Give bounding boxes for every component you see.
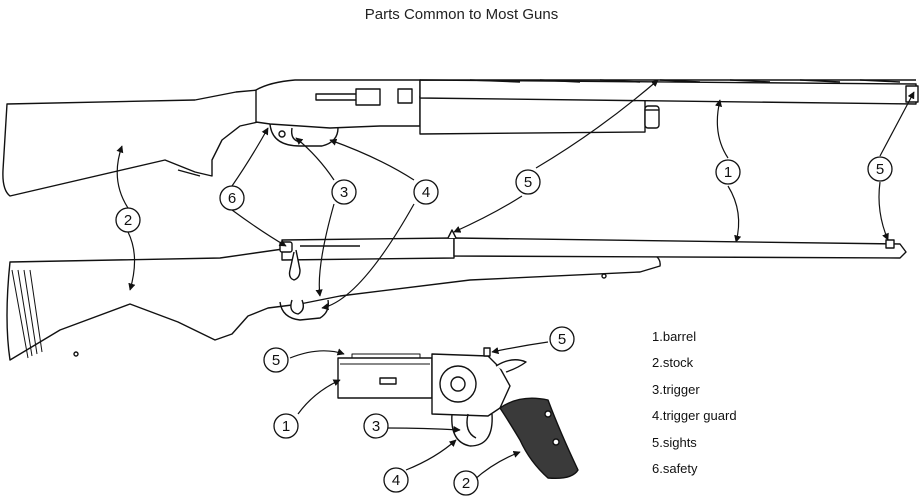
page-title: Parts Common to Most Guns bbox=[364, 6, 559, 23]
legend-item: 5.sights bbox=[652, 430, 737, 456]
revolver-rear-sight bbox=[483, 347, 491, 357]
rifle-illustration bbox=[6, 229, 907, 361]
callout-4-label: 4 bbox=[392, 472, 400, 489]
callout-markers: 2 6 3 4 5 1 5 5 bbox=[115, 156, 893, 496]
callout-1-label: 1 bbox=[724, 164, 732, 181]
callout-1-label: 1 bbox=[282, 418, 290, 435]
callout-5-sights-right: 5 bbox=[867, 156, 893, 182]
legend-item: 1.barrel bbox=[652, 324, 737, 350]
legend-number: 4. bbox=[652, 408, 663, 424]
parts-legend: 1.barrel 2.stock 3.trigger 4.trigger gua… bbox=[652, 324, 737, 482]
callout-2-stock: 2 bbox=[115, 207, 141, 233]
shotgun-barrel bbox=[419, 79, 917, 105]
callout-1-revolver-barrel: 1 bbox=[273, 413, 299, 439]
callout-5-revolver-front-sight: 5 bbox=[263, 347, 289, 373]
shotgun-illustration bbox=[2, 79, 919, 197]
callout-3-label: 3 bbox=[372, 418, 380, 435]
callout-6-label: 6 bbox=[228, 190, 236, 207]
rifle-barrel bbox=[453, 237, 907, 259]
legend-item: 6.safety bbox=[652, 456, 737, 482]
callout-2-revolver-grip: 2 bbox=[453, 470, 479, 496]
revolver-trigger-guard bbox=[451, 413, 493, 447]
callout-5-label: 5 bbox=[876, 161, 884, 178]
rifle-rear-sight bbox=[447, 229, 457, 239]
legend-number: 5. bbox=[652, 434, 663, 450]
legend-item: 2.stock bbox=[652, 350, 737, 376]
callout-4-revolver-trigger-guard: 4 bbox=[383, 467, 409, 493]
shotgun-receiver bbox=[255, 79, 421, 129]
callout-4-trigger-guard: 4 bbox=[413, 179, 439, 205]
rifle-receiver bbox=[281, 237, 455, 261]
callout-5-label: 5 bbox=[524, 174, 532, 191]
callout-5-sights-center: 5 bbox=[515, 169, 541, 195]
callout-4-label: 4 bbox=[422, 184, 430, 201]
legend-part: trigger bbox=[662, 381, 700, 397]
legend-number: 2. bbox=[652, 355, 663, 371]
legend-number: 3. bbox=[652, 381, 663, 397]
callout-5-label: 5 bbox=[272, 352, 280, 369]
revolver-grip bbox=[499, 397, 579, 480]
callout-2-label: 2 bbox=[124, 212, 132, 229]
legend-part: trigger guard bbox=[662, 408, 737, 424]
callout-3-label: 3 bbox=[340, 184, 348, 201]
callout-3-trigger: 3 bbox=[331, 179, 357, 205]
revolver-trigger bbox=[466, 413, 477, 439]
legend-part: safety bbox=[662, 461, 698, 477]
callout-5-label: 5 bbox=[558, 331, 566, 348]
rifle-trigger bbox=[290, 299, 305, 315]
callout-5-revolver-rear-sight: 5 bbox=[549, 326, 575, 352]
legend-number: 6. bbox=[652, 461, 663, 477]
legend-part: sights bbox=[662, 434, 697, 450]
legend-part: stock bbox=[662, 355, 694, 371]
rifle-bolt-handle bbox=[288, 249, 301, 281]
shotgun-stock bbox=[2, 89, 259, 197]
shotgun-trigger-guard bbox=[269, 123, 339, 147]
callout-6-safety: 6 bbox=[219, 185, 245, 211]
revolver-illustration bbox=[337, 347, 579, 480]
legend-item: 3.trigger bbox=[652, 377, 737, 403]
callout-3-revolver-trigger: 3 bbox=[363, 413, 389, 439]
callout-1-barrel: 1 bbox=[715, 159, 741, 185]
callout-leaders bbox=[116, 79, 915, 481]
legend-item: 4.trigger guard bbox=[652, 403, 737, 429]
legend-number: 1. bbox=[652, 329, 663, 344]
callout-2-label: 2 bbox=[462, 475, 470, 492]
legend-part: barrel bbox=[662, 329, 697, 344]
